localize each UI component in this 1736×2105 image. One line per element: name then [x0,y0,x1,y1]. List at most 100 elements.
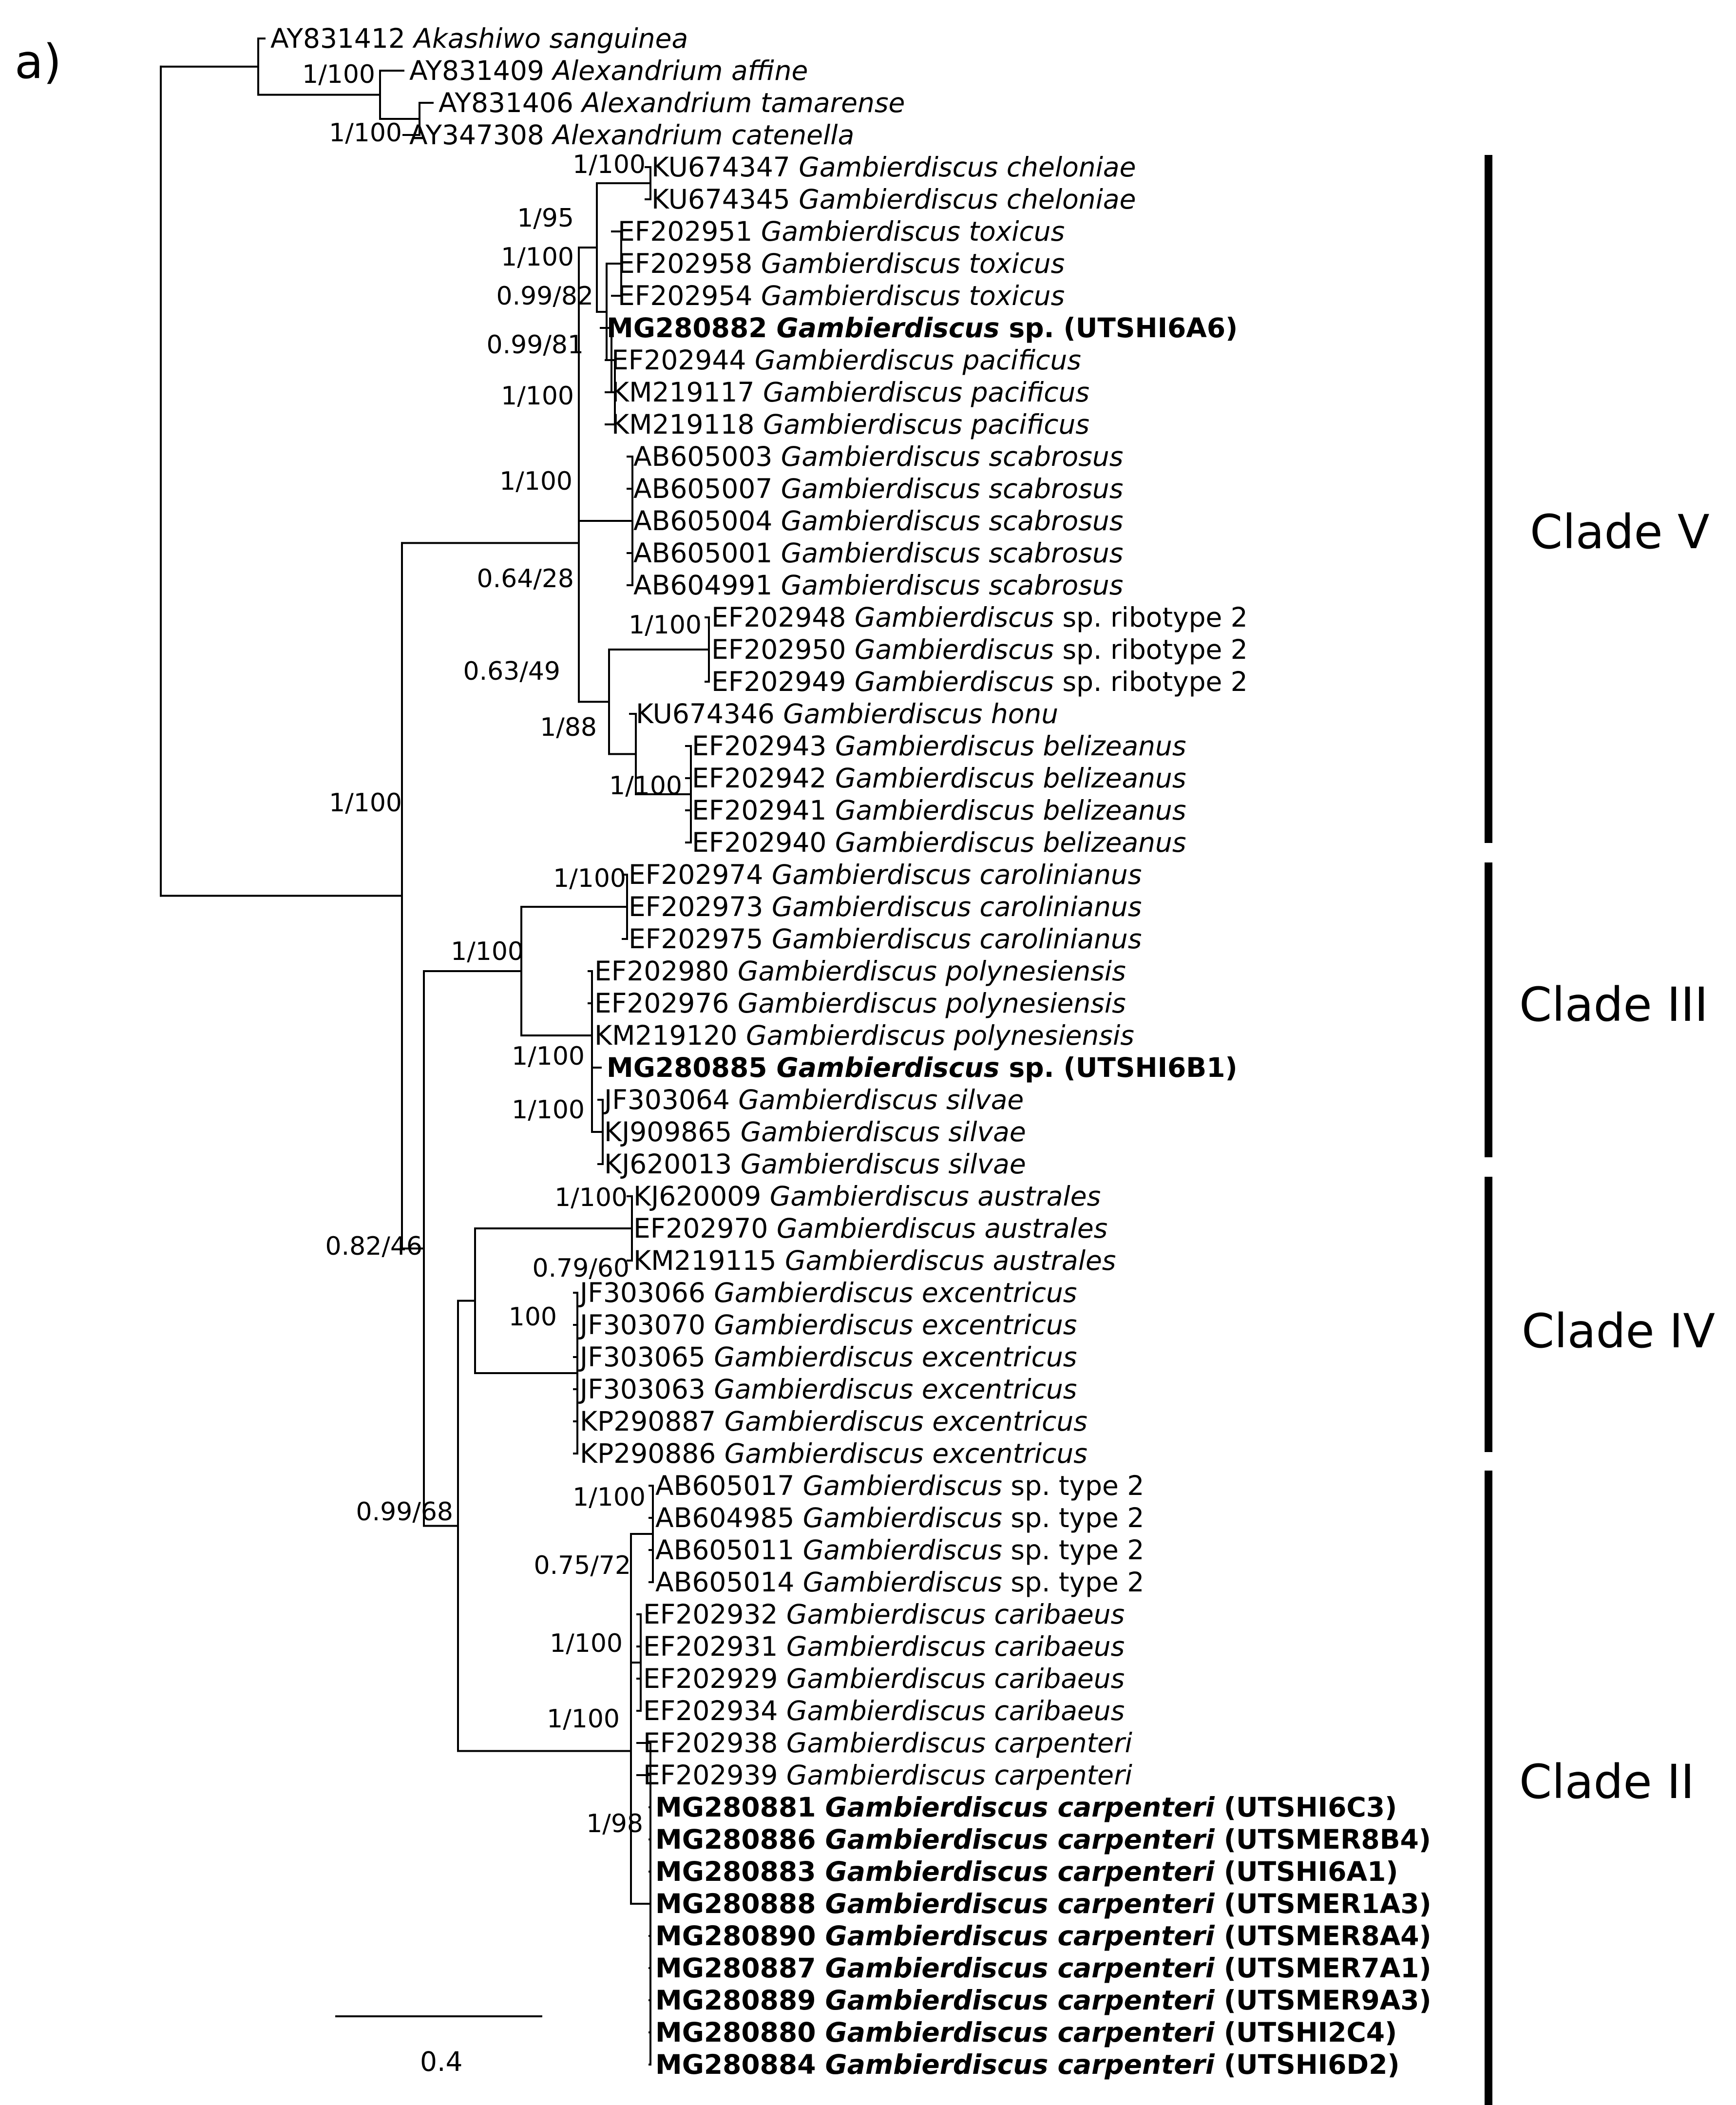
tip-accession: AB605011 [655,1534,803,1566]
tip-accession: AB605007 [633,473,781,504]
tip-accession: EF202976 [594,988,738,1019]
tip-label: AY831406 Alexandrium tamarense [439,87,905,118]
tip-label: EF202949 Gambierdiscus sp. ribotype 2 [711,666,1248,697]
clade-label: Clade IV [1522,1304,1715,1359]
tip-species: Gambierdiscus pacificus [763,409,1089,440]
tip-accession: KU674346 [636,698,783,729]
tip-accession: KU674347 [651,152,799,183]
tip-accession: EF202951 [618,216,761,247]
tip-accession: EF202980 [594,956,738,987]
tip-accession: MG280886 [655,1824,825,1855]
tip-species: Gambierdiscus belizeanus [835,795,1186,826]
tip-label: KU674346 Gambierdiscus honu [636,698,1058,729]
tip-species: Gambierdiscus cheloniae [799,152,1136,183]
tip-suffix: (UTSHI6D2) [1215,2049,1400,2080]
tip-species: Gambierdiscus excentricus [714,1341,1077,1373]
tip-accession: AB605014 [655,1567,803,1598]
tip-label: EF202975 Gambierdiscus carolinianus [629,923,1142,955]
tip-label: AB604991 Gambierdiscus scabrosus [633,570,1123,601]
tip-accession: AB605003 [633,441,781,472]
tip-accession: AB604985 [655,1502,803,1533]
tip-species: Gambierdiscus carpenteri [825,1792,1215,1823]
tip-label: KP290886 Gambierdiscus excentricus [580,1438,1087,1469]
tip-accession: KP290886 [580,1438,725,1469]
tip-accession: AY831406 [439,87,582,118]
tip-accession: EF202938 [643,1727,786,1759]
tip-species: Gambierdiscus scabrosus [781,505,1124,536]
tip-species: Gambierdiscus carpenteri [825,1985,1215,2016]
tip-suffix: sp. ribotype 2 [1054,634,1248,665]
tip-label: KP290887 Gambierdiscus excentricus [580,1406,1087,1437]
tip-species: Gambierdiscus caribaeus [786,1631,1125,1662]
tip-accession: MG280880 [655,2017,825,2048]
tip-species: Gambierdiscus australes [777,1213,1108,1244]
tip-species: Gambierdiscus pacificus [763,377,1089,408]
tip-label: JF303064 Gambierdiscus silvae [603,1084,1024,1115]
tip-label: EF202940 Gambierdiscus belizeanus [692,827,1186,858]
tip-suffix: sp. (UTSHI6A6) [999,312,1238,344]
tip-species: Gambierdiscus toxicus [761,216,1065,247]
tip-label: EF202951 Gambierdiscus toxicus [618,216,1065,247]
tip-label: EF202970 Gambierdiscus australes [633,1213,1107,1244]
tip-accession: MG280885 [607,1052,777,1083]
tip-label: MG280884 Gambierdiscus carpenteri (UTSHI… [655,2049,1400,2080]
tip-accession: EF202939 [643,1760,786,1791]
tip-species: Gambierdiscus carpenteri [825,1920,1215,1952]
tip-suffix: sp. type 2 [1002,1502,1144,1533]
tip-accession: EF202958 [618,248,761,279]
tip-suffix: sp. (UTSHI6B1) [999,1052,1237,1083]
tip-label: JF303065 Gambierdiscus excentricus [578,1341,1077,1373]
tip-suffix: (UTSHI2C4) [1215,2017,1397,2048]
tip-label: EF202938 Gambierdiscus carpenteri [643,1727,1133,1759]
tip-accession: KP290887 [580,1406,725,1437]
tip-label: EF202973 Gambierdiscus carolinianus [629,891,1142,922]
tip-label: EF202948 Gambierdiscus sp. ribotype 2 [711,602,1248,633]
tip-species: Gambierdiscus scabrosus [781,537,1124,569]
support-value: 0.99/68 [356,1497,453,1527]
tip-label: KU674347 Gambierdiscus cheloniae [651,152,1136,183]
tip-accession: JF303065 [578,1341,714,1373]
support-value: 0.82/46 [325,1232,422,1261]
tip-species: Gambierdiscus excentricus [725,1438,1087,1469]
tip-accession: EF202975 [629,923,772,955]
tip-suffix: (UTSMER9A3) [1215,1985,1431,2016]
tip-label: MG280887 Gambierdiscus carpenteri (UTSME… [655,1952,1431,1984]
tip-accession: JF303070 [578,1309,714,1340]
tip-species: Gambierdiscus caribaeus [786,1695,1125,1726]
tip-accession: EF202942 [692,763,835,794]
tip-species: Gambierdiscus [777,1052,1000,1083]
support-value: 1/100 [499,467,572,496]
support-value: 1/100 [512,1042,585,1071]
support-value: 1/100 [554,1183,628,1212]
tip-accession: MG280882 [607,312,777,344]
support-value: 0.64/28 [477,564,574,593]
support-value: 1/100 [501,243,574,272]
tip-species: Gambierdiscus carpenteri [825,1856,1215,1887]
tip-label: AY831409 Alexandrium affine [409,55,808,86]
tip-species: Gambierdiscus excentricus [714,1374,1077,1405]
support-values: 1/1001/1001/1001/951/1000.99/820.99/811/… [302,60,702,1838]
support-value: 1/95 [517,204,574,233]
support-value: 1/100 [329,788,402,818]
tip-label: EF202934 Gambierdiscus caribaeus [643,1695,1125,1726]
tip-accession: MG280881 [655,1792,825,1823]
support-value: 0.99/81 [487,330,584,360]
tip-label: KJ620013 Gambierdiscus silvae [604,1148,1026,1180]
tip-species: Gambierdiscus polynesiensis [738,988,1126,1019]
tip-accession: MG280884 [655,2049,825,2080]
tip-label: MG280890 Gambierdiscus carpenteri (UTSME… [655,1920,1431,1952]
tip-accession: KJ620009 [633,1181,770,1212]
support-value: 1/88 [540,713,597,742]
support-value: 100 [509,1302,557,1332]
tip-suffix: (UTSMER7A1) [1215,1952,1431,1984]
tip-suffix: (UTSHI6C3) [1215,1792,1397,1823]
tip-species: Alexandrium tamarense [580,87,905,118]
tip-species: Gambierdiscus excentricus [725,1406,1087,1437]
tip-label: EF202976 Gambierdiscus polynesiensis [594,988,1126,1019]
tip-accession: EF202931 [643,1631,786,1662]
tip-label: KM219120 Gambierdiscus polynesiensis [594,1020,1134,1051]
tip-species: Gambierdiscus silvae [741,1148,1026,1180]
tip-species: Gambierdiscus carpenteri [825,1888,1215,1919]
tip-label: MG280886 Gambierdiscus carpenteri (UTSME… [655,1824,1431,1855]
